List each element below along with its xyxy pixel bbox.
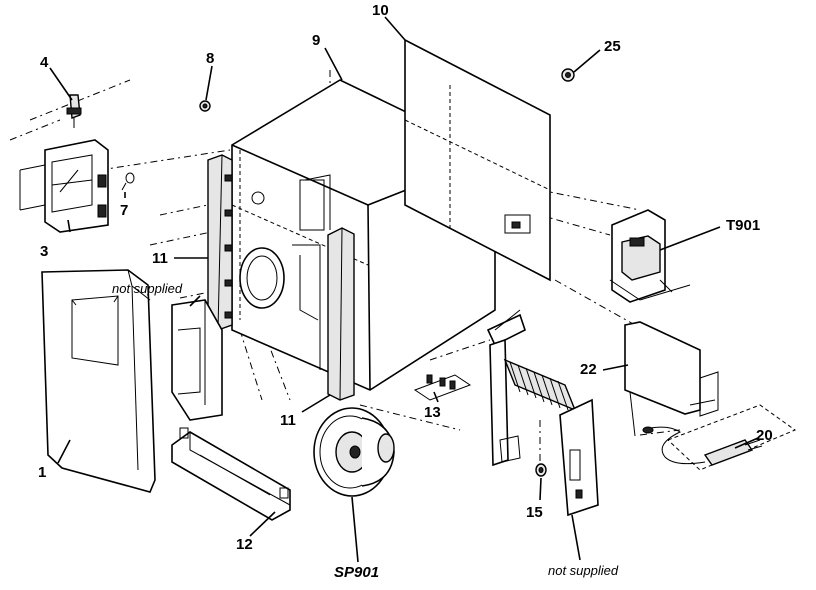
not-supplied-panel-left	[171, 299, 223, 421]
label-part-3: 3	[40, 243, 49, 260]
label-part-9: 9	[312, 32, 321, 49]
part-25-cap	[561, 68, 575, 82]
part-1-front-grille	[41, 269, 156, 493]
label-not-supplied-right: not supplied	[548, 563, 619, 578]
leader-lines	[49, 16, 759, 563]
label-part-4: 4	[40, 54, 49, 71]
label-sp901: SP901	[334, 564, 380, 581]
amp-heatsink-assembly	[486, 309, 599, 517]
part-15-nut	[535, 463, 547, 477]
part-10-back-board	[404, 38, 551, 282]
part-13-bracket	[413, 374, 472, 401]
sp901-speaker	[313, 407, 395, 497]
label-part-25: 25	[604, 38, 621, 55]
label-not-supplied-left: not supplied	[112, 281, 183, 296]
label-part-11-upper: 11	[152, 250, 168, 267]
part-12-bottom-bracket	[171, 427, 291, 521]
label-part-10: 10	[372, 2, 389, 19]
label-part-12: 12	[236, 536, 253, 553]
t901-transformer	[609, 209, 691, 303]
label-part-1: 1	[38, 464, 47, 481]
part-4-clip	[66, 94, 82, 128]
label-part-11-lower: 11	[280, 412, 296, 429]
part-3-meter-panel	[19, 139, 109, 233]
label-part-13: 13	[424, 404, 441, 421]
label-part-7: 7	[120, 202, 129, 219]
label-part-20: 20	[756, 427, 773, 444]
part-11-rail-right	[327, 227, 355, 401]
part-11-rail-left	[207, 154, 233, 331]
part-8-nut	[199, 100, 211, 112]
label-part-22: 22	[580, 361, 597, 378]
label-t901: T901	[726, 217, 761, 234]
part-7-screw	[121, 172, 135, 191]
label-part-8: 8	[206, 50, 215, 67]
label-part-15: 15	[526, 504, 543, 521]
part-22-pcb-bracket	[624, 321, 719, 437]
